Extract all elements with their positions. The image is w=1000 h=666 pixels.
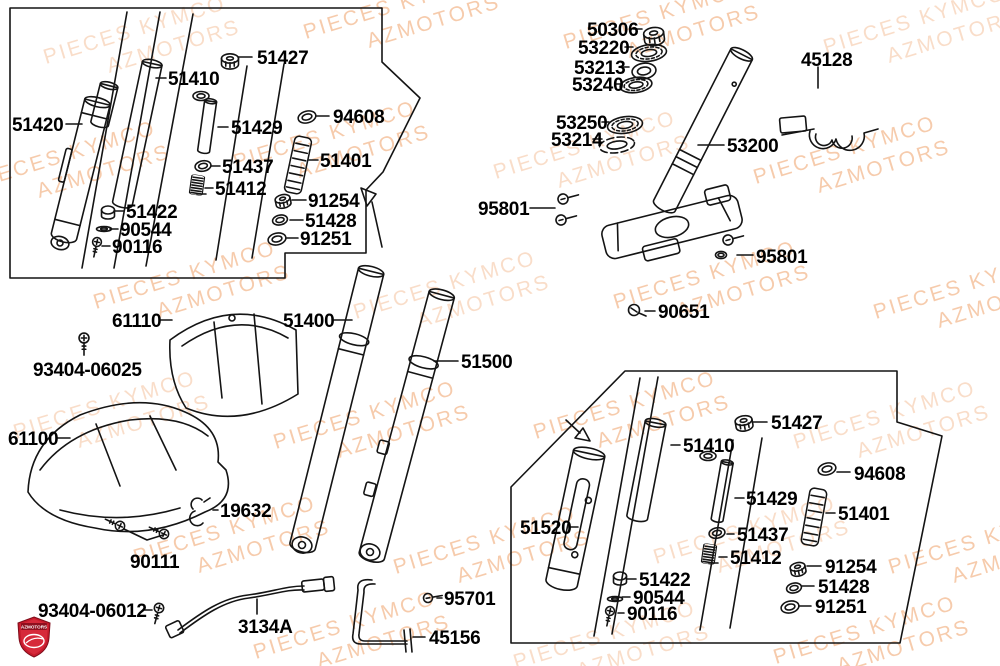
part-label-51401-5: 51401 bbox=[320, 151, 372, 172]
part-drawing-45128 bbox=[778, 115, 879, 152]
part-label-91254-47: 91254 bbox=[825, 557, 877, 578]
part-label-53200-20: 53200 bbox=[727, 136, 779, 157]
part-label-51427-38: 51427 bbox=[771, 413, 823, 434]
part-label-95801-23: 95801 bbox=[756, 247, 808, 268]
part-label-95701-34: 95701 bbox=[444, 589, 496, 610]
part-drawing-51410-a bbox=[111, 58, 163, 209]
azmotors-logo-text: AZMOTORS bbox=[21, 624, 47, 629]
part-label-53250-18: 53250 bbox=[556, 113, 608, 134]
part-drawing-53200-stem bbox=[652, 46, 754, 214]
part-label-51428-12: 51428 bbox=[305, 211, 357, 232]
part-drawing-51412-b bbox=[700, 542, 719, 566]
azmotors-shield-icon: AZMOTORS bbox=[17, 616, 51, 658]
part-label-51429-40: 51429 bbox=[746, 489, 798, 510]
detail-arrow-right-box bbox=[565, 419, 591, 442]
part-label-90116-46: 90116 bbox=[627, 604, 678, 625]
part-label-51412-43: 51412 bbox=[730, 548, 782, 569]
part-label-90651-24: 90651 bbox=[658, 302, 710, 323]
part-label-91254-11: 91254 bbox=[308, 191, 360, 212]
part-label-51410-37: 51410 bbox=[683, 436, 735, 457]
part-label-51437-42: 51437 bbox=[737, 525, 789, 546]
part-label-51422-8: 51422 bbox=[126, 202, 178, 223]
detail-arrow-left-box bbox=[360, 187, 383, 248]
right-fork-detail-box bbox=[510, 370, 943, 644]
part-label-50306-14: 50306 bbox=[587, 20, 639, 41]
reference-lines-box1 bbox=[81, 11, 285, 269]
part-label-91251-49: 91251 bbox=[815, 597, 867, 618]
part-label-51500-29: 51500 bbox=[461, 352, 513, 373]
part-drawing-51410-b bbox=[626, 417, 667, 523]
part-drawing-45156 bbox=[351, 578, 413, 653]
part-label-91251-13: 91251 bbox=[300, 229, 352, 250]
part-drawing-90111 bbox=[102, 514, 171, 541]
part-label-53213-16: 53213 bbox=[574, 58, 626, 79]
part-label-53220-15: 53220 bbox=[578, 38, 630, 59]
part-label-51429-3: 51429 bbox=[231, 118, 283, 139]
part-drawing-51500 bbox=[358, 288, 456, 563]
part-label-90116-10: 90116 bbox=[112, 237, 163, 258]
part-drawing-51429-a bbox=[192, 90, 218, 155]
part-label-51422-44: 51422 bbox=[639, 570, 691, 591]
part-label-61110-25: 61110 bbox=[112, 311, 162, 332]
part-label-51401-41: 51401 bbox=[838, 504, 890, 525]
part-label-61100-27: 61100 bbox=[8, 429, 59, 450]
leader-lines bbox=[56, 28, 851, 638]
part-drawing-19632 bbox=[189, 497, 211, 527]
part-drawing-51422-a bbox=[100, 205, 116, 220]
part-drawing-61110 bbox=[169, 313, 299, 418]
part-drawing-51422-b bbox=[612, 571, 628, 586]
part-label-94608-39: 94608 bbox=[854, 464, 906, 485]
part-label-90544-45: 90544 bbox=[633, 588, 685, 609]
part-drawing-51420 bbox=[50, 80, 119, 251]
part-label-51420-0: 51420 bbox=[12, 115, 64, 136]
part-label-51427-2: 51427 bbox=[257, 48, 309, 69]
part-label-53240-17: 53240 bbox=[572, 75, 624, 96]
part-label-51410-1: 51410 bbox=[168, 69, 220, 90]
part-label-19632-30: 19632 bbox=[220, 501, 272, 522]
part-drawing-51400 bbox=[289, 264, 385, 554]
part-label-51412-7: 51412 bbox=[215, 179, 267, 200]
part-label-94608-4: 94608 bbox=[333, 107, 385, 128]
part-drawing-3134A bbox=[164, 575, 336, 639]
part-label-51400-28: 51400 bbox=[283, 311, 335, 332]
azmotors-logo: AZMOTORS bbox=[16, 616, 52, 658]
part-label-45156-35: 45156 bbox=[429, 628, 481, 649]
part-label-51437-6: 51437 bbox=[222, 157, 274, 178]
part-label-95801-22: 95801 bbox=[478, 199, 530, 220]
part-label-53214-19: 53214 bbox=[551, 130, 603, 151]
part-label-90111-31: 90111 bbox=[130, 552, 180, 573]
part-drawing-90651 bbox=[627, 303, 647, 317]
part-label-93404-06025-26: 93404-06025 bbox=[33, 360, 142, 381]
part-label-93404-06012-32: 93404-06012 bbox=[38, 601, 147, 622]
part-label-90544-9: 90544 bbox=[120, 220, 172, 241]
part-label-51428-48: 51428 bbox=[818, 577, 870, 598]
part-drawing-51429-b bbox=[699, 450, 734, 524]
part-label-3134A-33: 3134A bbox=[238, 617, 293, 638]
part-drawing-61100 bbox=[27, 401, 230, 533]
part-drawing-51412-a bbox=[188, 173, 207, 197]
part-drawing-51520 bbox=[545, 446, 606, 592]
part-label-51520-36: 51520 bbox=[520, 518, 572, 539]
part-drawing-bottom-bridge bbox=[601, 184, 743, 262]
part-label-45128-21: 45128 bbox=[801, 50, 853, 71]
